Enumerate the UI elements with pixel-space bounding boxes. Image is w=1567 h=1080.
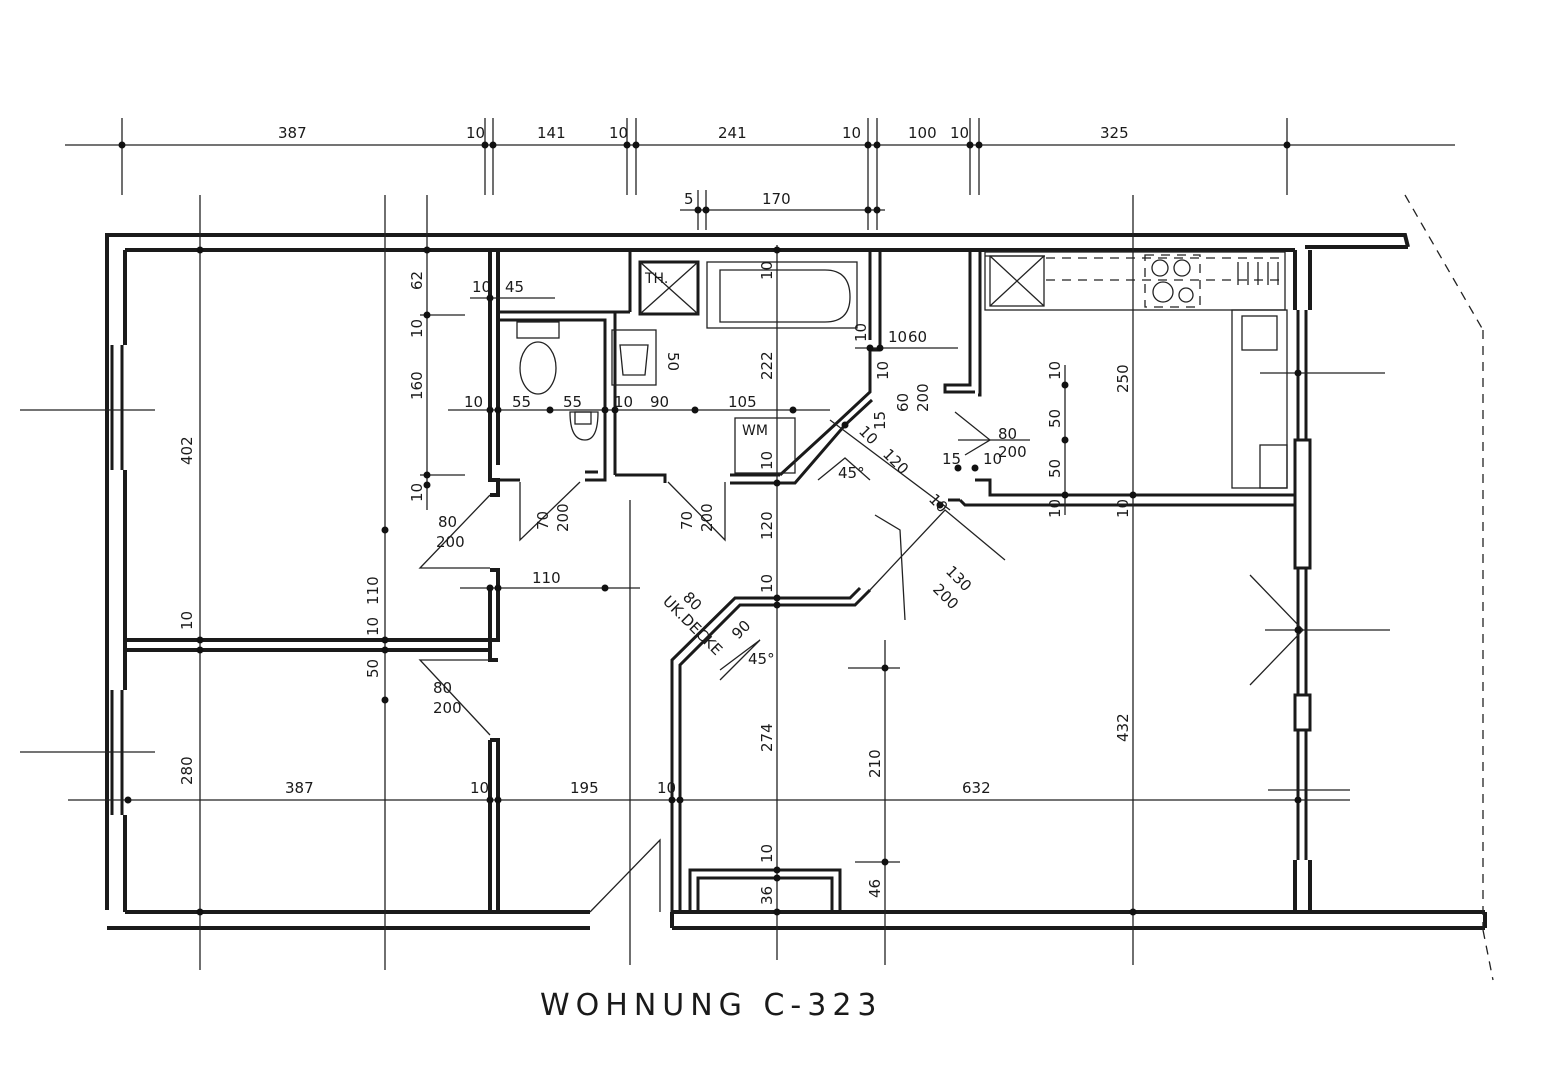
dim-bath-55a: 55 xyxy=(512,393,531,411)
door-70-c: 70 xyxy=(678,511,696,530)
dimension-texts: 402 10 280 62 10 160 10 110 10 50 10 222… xyxy=(178,261,1132,905)
dim-c-120: 120 xyxy=(758,511,776,540)
dim-top-241: 241 xyxy=(718,124,747,142)
dim-bath-10b: 10 xyxy=(464,393,483,411)
dim-bath-10c: 10 xyxy=(614,393,633,411)
misc-120: 120 xyxy=(879,445,912,478)
dim-62: 62 xyxy=(408,271,426,290)
misc-10-a: 10 xyxy=(888,328,907,346)
shower-label: TH. xyxy=(644,271,668,287)
dim-top-141: 141 xyxy=(537,124,566,142)
dim-50-v: 50 xyxy=(364,659,382,678)
misc-60-b: 60 xyxy=(894,393,912,412)
top-dimension-chain: 387 10 141 10 241 10 100 10 325 xyxy=(65,118,1455,230)
dim-bath-50: 50 xyxy=(664,352,682,371)
dim-r-432: 432 xyxy=(1114,713,1132,742)
door-80-f: 80 xyxy=(433,679,452,697)
dim-r-10: 10 xyxy=(1114,499,1132,518)
dim-5: 5 xyxy=(684,190,694,208)
dim-top-100: 100 xyxy=(908,124,937,142)
door-200-a: 200 xyxy=(436,533,465,551)
door-200-d: 200 xyxy=(998,443,1027,461)
misc-10-h: 10 xyxy=(1046,499,1064,518)
dim-top-10a: 10 xyxy=(466,124,485,142)
dim-top-325: 325 xyxy=(1100,124,1129,142)
door-200-b: 200 xyxy=(554,503,572,532)
second-dimension-row: 5 170 xyxy=(680,190,885,230)
dim-bath-10a: 10 xyxy=(472,278,491,296)
misc-10-g: 10 xyxy=(1046,361,1064,380)
plan-title: WOHNUNG C-323 xyxy=(540,988,883,1023)
door-200-c: 200 xyxy=(698,503,716,532)
dim-bath-90: 90 xyxy=(650,393,669,411)
dim-c-10b: 10 xyxy=(758,451,776,470)
dim-b-10b: 10 xyxy=(657,779,676,797)
misc-60-a: 60 xyxy=(908,328,927,346)
misc-10-e: 10 xyxy=(983,450,1002,468)
dim-bath-45: 45 xyxy=(505,278,524,296)
dim-10-ml2: 10 xyxy=(408,483,426,502)
dim-b-632: 632 xyxy=(962,779,991,797)
dim-top-10c: 10 xyxy=(842,124,861,142)
washer-label: WM xyxy=(742,423,768,439)
dim-top-10d: 10 xyxy=(950,124,969,142)
misc-10-c: 10 xyxy=(874,361,892,380)
misc-15-b: 15 xyxy=(942,450,961,468)
misc-10-b: 10 xyxy=(852,323,870,342)
dim-c-10d: 10 xyxy=(758,844,776,863)
angle-label-1: 45° xyxy=(838,464,865,482)
dim-bath-105: 105 xyxy=(728,393,757,411)
balcony-outline xyxy=(1404,194,1494,981)
angle-label-2: 45° xyxy=(748,650,775,668)
door-80-a: 80 xyxy=(438,513,457,531)
dim-170: 170 xyxy=(762,190,791,208)
interior-walls xyxy=(125,250,1295,912)
door-swings xyxy=(418,411,1304,913)
fixtures: TH. WM xyxy=(516,251,1288,489)
dim-c-10c: 10 xyxy=(758,574,776,593)
dim-bath-55b: 55 xyxy=(563,393,582,411)
dim-160: 160 xyxy=(408,371,426,400)
misc-46: 46 xyxy=(866,879,884,898)
misc-50-b: 50 xyxy=(1046,459,1064,478)
misc-15-a: 15 xyxy=(871,411,889,430)
dim-10-v: 10 xyxy=(364,617,382,636)
dim-c-274: 274 xyxy=(758,723,776,752)
door-200-f: 200 xyxy=(433,699,462,717)
dim-r-250: 250 xyxy=(1114,364,1132,393)
misc-90: 90 xyxy=(728,617,754,643)
misc-110: 110 xyxy=(532,569,561,587)
dim-110-v: 110 xyxy=(364,576,382,605)
dim-b-195: 195 xyxy=(570,779,599,797)
dim-left-280: 280 xyxy=(178,756,196,785)
misc-50-a: 50 xyxy=(1046,409,1064,428)
dim-10-ml: 10 xyxy=(408,319,426,338)
dim-c-10a: 10 xyxy=(758,261,776,280)
door-80-d: 80 xyxy=(998,425,1017,443)
dim-top-10b: 10 xyxy=(609,124,628,142)
misc-200: 200 xyxy=(914,383,932,412)
dim-c-222: 222 xyxy=(758,351,776,380)
dim-c-36: 36 xyxy=(758,886,776,905)
dim-b-387: 387 xyxy=(285,779,314,797)
dim-left-402: 402 xyxy=(178,436,196,465)
misc-210: 210 xyxy=(866,749,884,778)
dim-b-10a: 10 xyxy=(470,779,489,797)
exterior-walls xyxy=(105,233,1487,930)
dim-left-10: 10 xyxy=(178,611,196,630)
door-70-b: 70 xyxy=(534,511,552,530)
dim-top-387: 387 xyxy=(278,124,307,142)
inner-dimension-lines xyxy=(20,195,1390,970)
